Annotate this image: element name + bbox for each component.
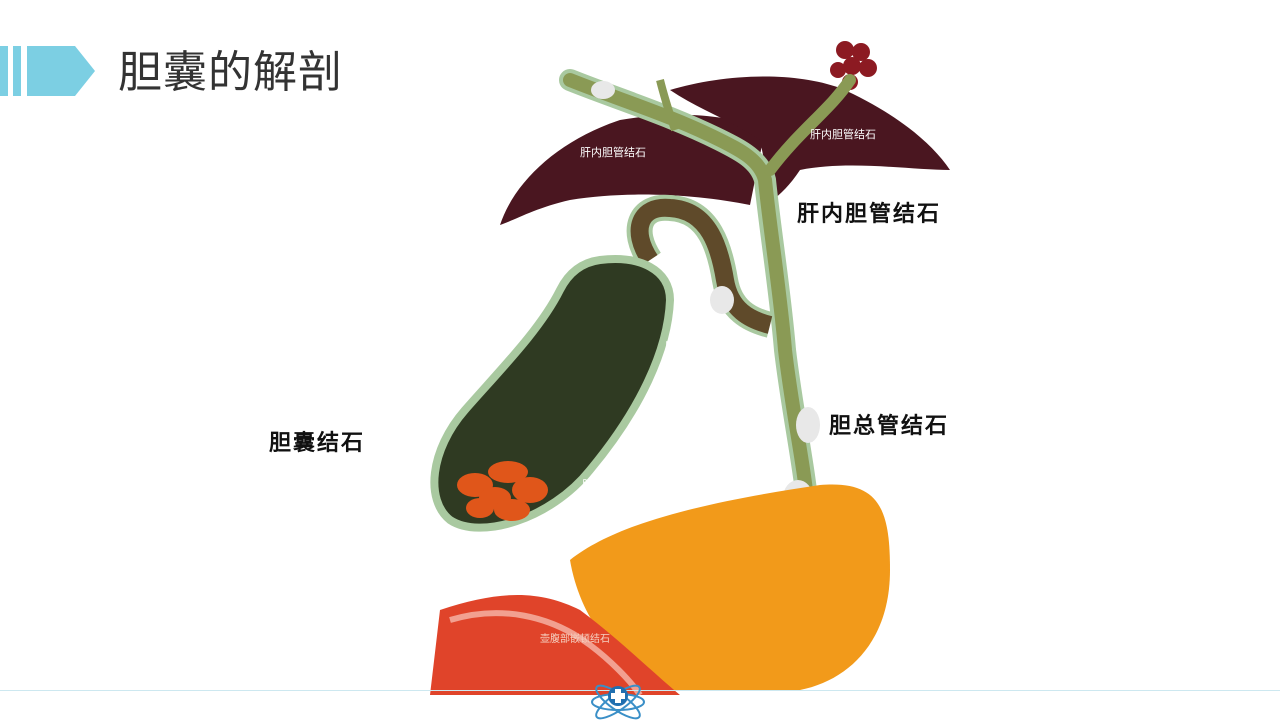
gallbladder	[430, 255, 675, 532]
label-ampulla-small: 壶腹部嵌顿结石	[540, 632, 610, 645]
label-intrahepatic-top-right: 肝内胆管结石	[810, 127, 876, 141]
liver-left-lobe	[500, 114, 765, 225]
pancreas	[570, 484, 890, 690]
label-gallbladder-small: 胆囊结石	[582, 477, 626, 491]
right-hepatic-duct	[764, 74, 856, 176]
page-title: 胆囊的解剖	[118, 47, 343, 98]
gallbladder-anatomy-illustration: 肝内胆管结石 肝内胆管结石 胆囊管结石 胆囊结石 壶腹部嵌顿结石	[430, 41, 950, 695]
label-cystic-duct-small: 胆囊管结石	[665, 339, 720, 353]
medical-logo-icon	[591, 684, 645, 720]
label-intrahepatic-top-left: 肝内胆管结石	[580, 145, 646, 159]
label-intrahepatic-big: 肝内胆管结石	[797, 201, 942, 227]
label-gallbladder-big: 胆囊结石	[269, 430, 366, 456]
label-common-bile-duct-big: 胆总管结石	[829, 413, 950, 439]
title-chevron-icon	[0, 46, 95, 96]
branch-duct	[656, 79, 679, 132]
liver-right-lobe	[670, 76, 950, 200]
gallbladder-stones	[457, 461, 548, 521]
